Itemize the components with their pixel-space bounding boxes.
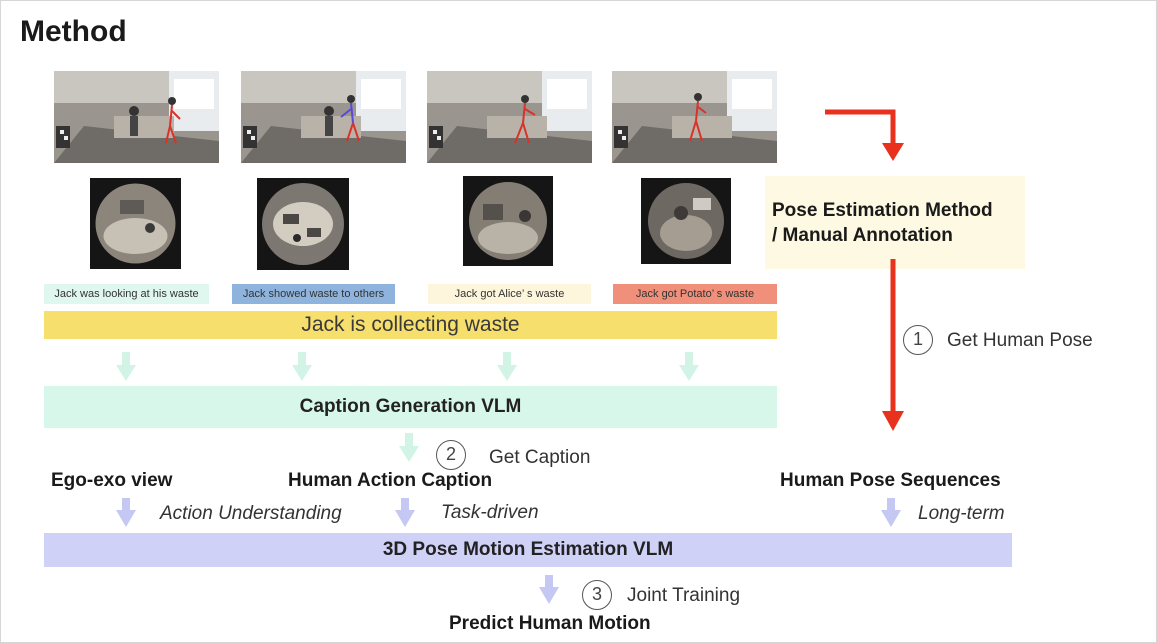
green-arrows	[116, 352, 699, 462]
output-predict-human-motion: Predict Human Motion	[449, 613, 651, 634]
frame-caption-4: Jack got Potato’ s waste	[613, 284, 777, 304]
frame-caption-3: Jack got Alice’ s waste	[428, 284, 591, 304]
slide-title: Method	[20, 15, 127, 48]
ego-view-frame-2	[257, 178, 349, 270]
pose-method-line-1: Pose Estimation Method	[772, 200, 993, 221]
exo-view-frame-3	[427, 71, 592, 163]
red-arrows	[825, 109, 904, 431]
caption-generation-vlm: Caption Generation VLM	[44, 386, 777, 428]
summary-caption-band: Jack is collecting waste	[44, 311, 777, 339]
input-ego-exo-view: Ego-exo view	[51, 470, 173, 491]
frame-caption-1: Jack was looking at his waste	[44, 284, 209, 304]
ego-view-frame-1	[90, 178, 181, 269]
property-task-driven: Task-driven	[441, 502, 539, 523]
red-down-arrow-head	[882, 411, 904, 431]
input-human-pose-sequences: Human Pose Sequences	[780, 470, 1001, 491]
property-long-term: Long-term	[918, 503, 1005, 524]
red-corner-arrow	[825, 109, 896, 149]
ego-view-frame-3	[463, 176, 553, 266]
step-1-label: Get Human Pose	[947, 330, 1093, 351]
motion-estimation-vlm: 3D Pose Motion Estimation VLM	[44, 533, 1012, 567]
exo-view-frame-1	[54, 71, 219, 163]
step-2-circle: 2	[436, 440, 466, 470]
step-3-circle: 3	[582, 580, 612, 610]
red-corner-arrow-head	[882, 143, 904, 161]
input-human-action-caption: Human Action Caption	[288, 470, 493, 491]
exo-view-frame-4	[612, 71, 777, 163]
exo-view-frame-2	[241, 71, 406, 163]
step-1-circle: 1	[903, 325, 933, 355]
pose-method-label: Pose Estimation Method / Manual Annotati…	[772, 198, 993, 248]
blue-arrows	[116, 498, 901, 604]
property-action-understanding: Action Understanding	[160, 503, 342, 524]
step-2-label: Get Caption	[489, 447, 591, 468]
frame-caption-2: Jack showed waste to others	[232, 284, 395, 304]
pose-method-line-2: / Manual Annotation	[772, 225, 953, 246]
step-3-label: Joint Training	[627, 585, 741, 606]
ego-view-frame-4	[641, 178, 731, 264]
pose-method-box	[765, 176, 1025, 269]
